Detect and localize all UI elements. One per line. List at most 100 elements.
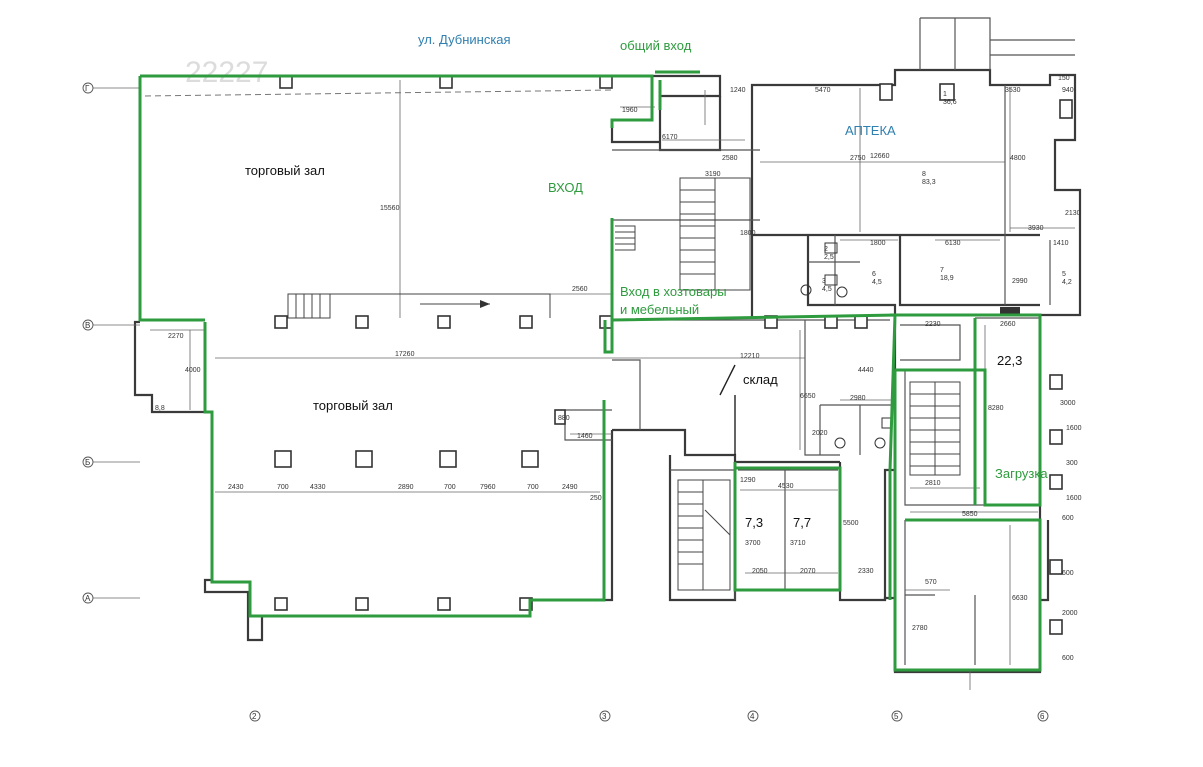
dim-2070: 2070 <box>800 568 816 575</box>
trading-hall-upper-label: торговый зал <box>245 163 325 178</box>
facade-dashed-line <box>144 89 616 97</box>
dim-1800v: 1800 <box>740 230 756 237</box>
dim-4440: 4440 <box>858 367 874 374</box>
dimension-lines <box>150 80 1075 665</box>
dim-570: 570 <box>925 579 937 586</box>
dim-2990: 2990 <box>1012 278 1028 285</box>
dim-15560: 15560 <box>380 205 400 212</box>
dim-600b: 600 <box>1062 570 1074 577</box>
dim-3190: 3190 <box>705 171 721 178</box>
area-22-3: 22,3 <box>997 353 1022 368</box>
dim-6630: 6630 <box>1012 595 1028 602</box>
dim-3710: 3710 <box>790 540 806 547</box>
dim-2330: 2330 <box>858 568 874 575</box>
dim-1600b: 1600 <box>1066 495 1082 502</box>
axis-col-3: 3 <box>602 712 607 721</box>
dim-700a: 700 <box>277 484 289 491</box>
dim-12210: 12210 <box>740 353 760 360</box>
axis-row-v: В <box>85 321 90 330</box>
dim-2560: 2560 <box>572 286 588 293</box>
dim-17260: 17260 <box>395 351 415 358</box>
dim-1600a: 1600 <box>1066 425 1082 432</box>
area-7-3: 7,3 <box>745 515 763 530</box>
dim-8280: 8280 <box>988 405 1004 412</box>
common-entrance-label: общий вход <box>620 38 692 53</box>
dim-600a: 600 <box>1062 515 1074 522</box>
dim-2490: 2490 <box>562 484 578 491</box>
dim-2750: 2750 <box>850 155 866 162</box>
sanitary-fixtures <box>800 242 893 449</box>
axis-col-5: 5 <box>894 712 899 721</box>
dim-2780: 2780 <box>912 625 928 632</box>
dim-300: 300 <box>1066 460 1078 467</box>
dim-1960: 1960 <box>622 107 638 114</box>
dim-6650: 6650 <box>800 393 816 400</box>
dim-4800: 4800 <box>1010 155 1026 162</box>
pharmacy-label: АПТЕКА <box>845 123 896 138</box>
axis-row-g: Г <box>85 84 90 93</box>
dim-150: 150 <box>1058 75 1070 82</box>
axis-col-6: 6 <box>1040 712 1045 721</box>
dim-5500: 5500 <box>843 520 859 527</box>
door-mark <box>719 364 736 396</box>
dim-700b: 700 <box>444 484 456 491</box>
dim-250: 250 <box>590 495 602 502</box>
dimension-texts: 1960 1240 5470 3530 150 940 6170 2580 31… <box>155 75 1082 662</box>
dim-1800: 1800 <box>870 240 886 247</box>
dim-600c: 600 <box>1062 655 1074 662</box>
dim-1460: 1460 <box>577 433 593 440</box>
dim-2430: 2430 <box>228 484 244 491</box>
dim-2130: 2130 <box>1065 210 1081 217</box>
loading-label: Загрузка <box>995 466 1048 481</box>
warehouse-label: склад <box>743 372 778 387</box>
dim-1410: 1410 <box>1053 240 1069 247</box>
axis-row-a: А <box>85 594 91 603</box>
dim-8-8: 8,8 <box>155 405 165 412</box>
columns <box>274 75 1073 635</box>
dim-3700a: 3700 <box>745 540 761 547</box>
rental-outlines <box>138 70 1042 672</box>
household-entrance-label-2: и мебельный <box>620 302 699 317</box>
dim-2810: 2810 <box>925 480 941 487</box>
dim-3530: 3530 <box>1005 87 1021 94</box>
dim-2980: 2980 <box>850 395 866 402</box>
dim-2890: 2890 <box>398 484 414 491</box>
dim-4530: 4530 <box>778 483 794 490</box>
street-label: ул. Дубнинская <box>418 32 511 47</box>
dim-940: 940 <box>1062 87 1074 94</box>
entrance-label: ВХОД <box>548 180 583 195</box>
dim-4000: 4000 <box>185 367 201 374</box>
axis-col-2: 2 <box>252 712 257 721</box>
dim-2270: 2270 <box>168 333 184 340</box>
watermark-text: 22227 <box>185 56 268 89</box>
axis-markers: Г В Б А 2 3 4 5 6 <box>82 82 1049 722</box>
stairs <box>287 177 961 591</box>
dim-1240: 1240 <box>730 87 746 94</box>
dim-2660: 2660 <box>1000 321 1016 328</box>
dim-3930: 3930 <box>1028 225 1044 232</box>
arrow-icon <box>480 300 490 308</box>
dim-6130: 6130 <box>945 240 961 247</box>
axis-row-b: Б <box>85 458 90 467</box>
dim-2050: 2050 <box>752 568 768 575</box>
dim-880: 880 <box>558 415 570 422</box>
dim-700c: 700 <box>527 484 539 491</box>
dim-2230: 2230 <box>925 321 941 328</box>
walls-outer <box>133 17 1082 674</box>
dim-4330: 4330 <box>310 484 326 491</box>
dim-5470: 5470 <box>815 87 831 94</box>
dim-2020: 2020 <box>812 430 828 437</box>
vent-grille <box>1000 307 1020 315</box>
household-entrance-label-1: Вход в хозтовары <box>620 284 727 299</box>
trading-hall-lower-label: торговый зал <box>313 398 393 413</box>
axis-col-4: 4 <box>750 712 755 721</box>
dim-5850: 5850 <box>962 511 978 518</box>
